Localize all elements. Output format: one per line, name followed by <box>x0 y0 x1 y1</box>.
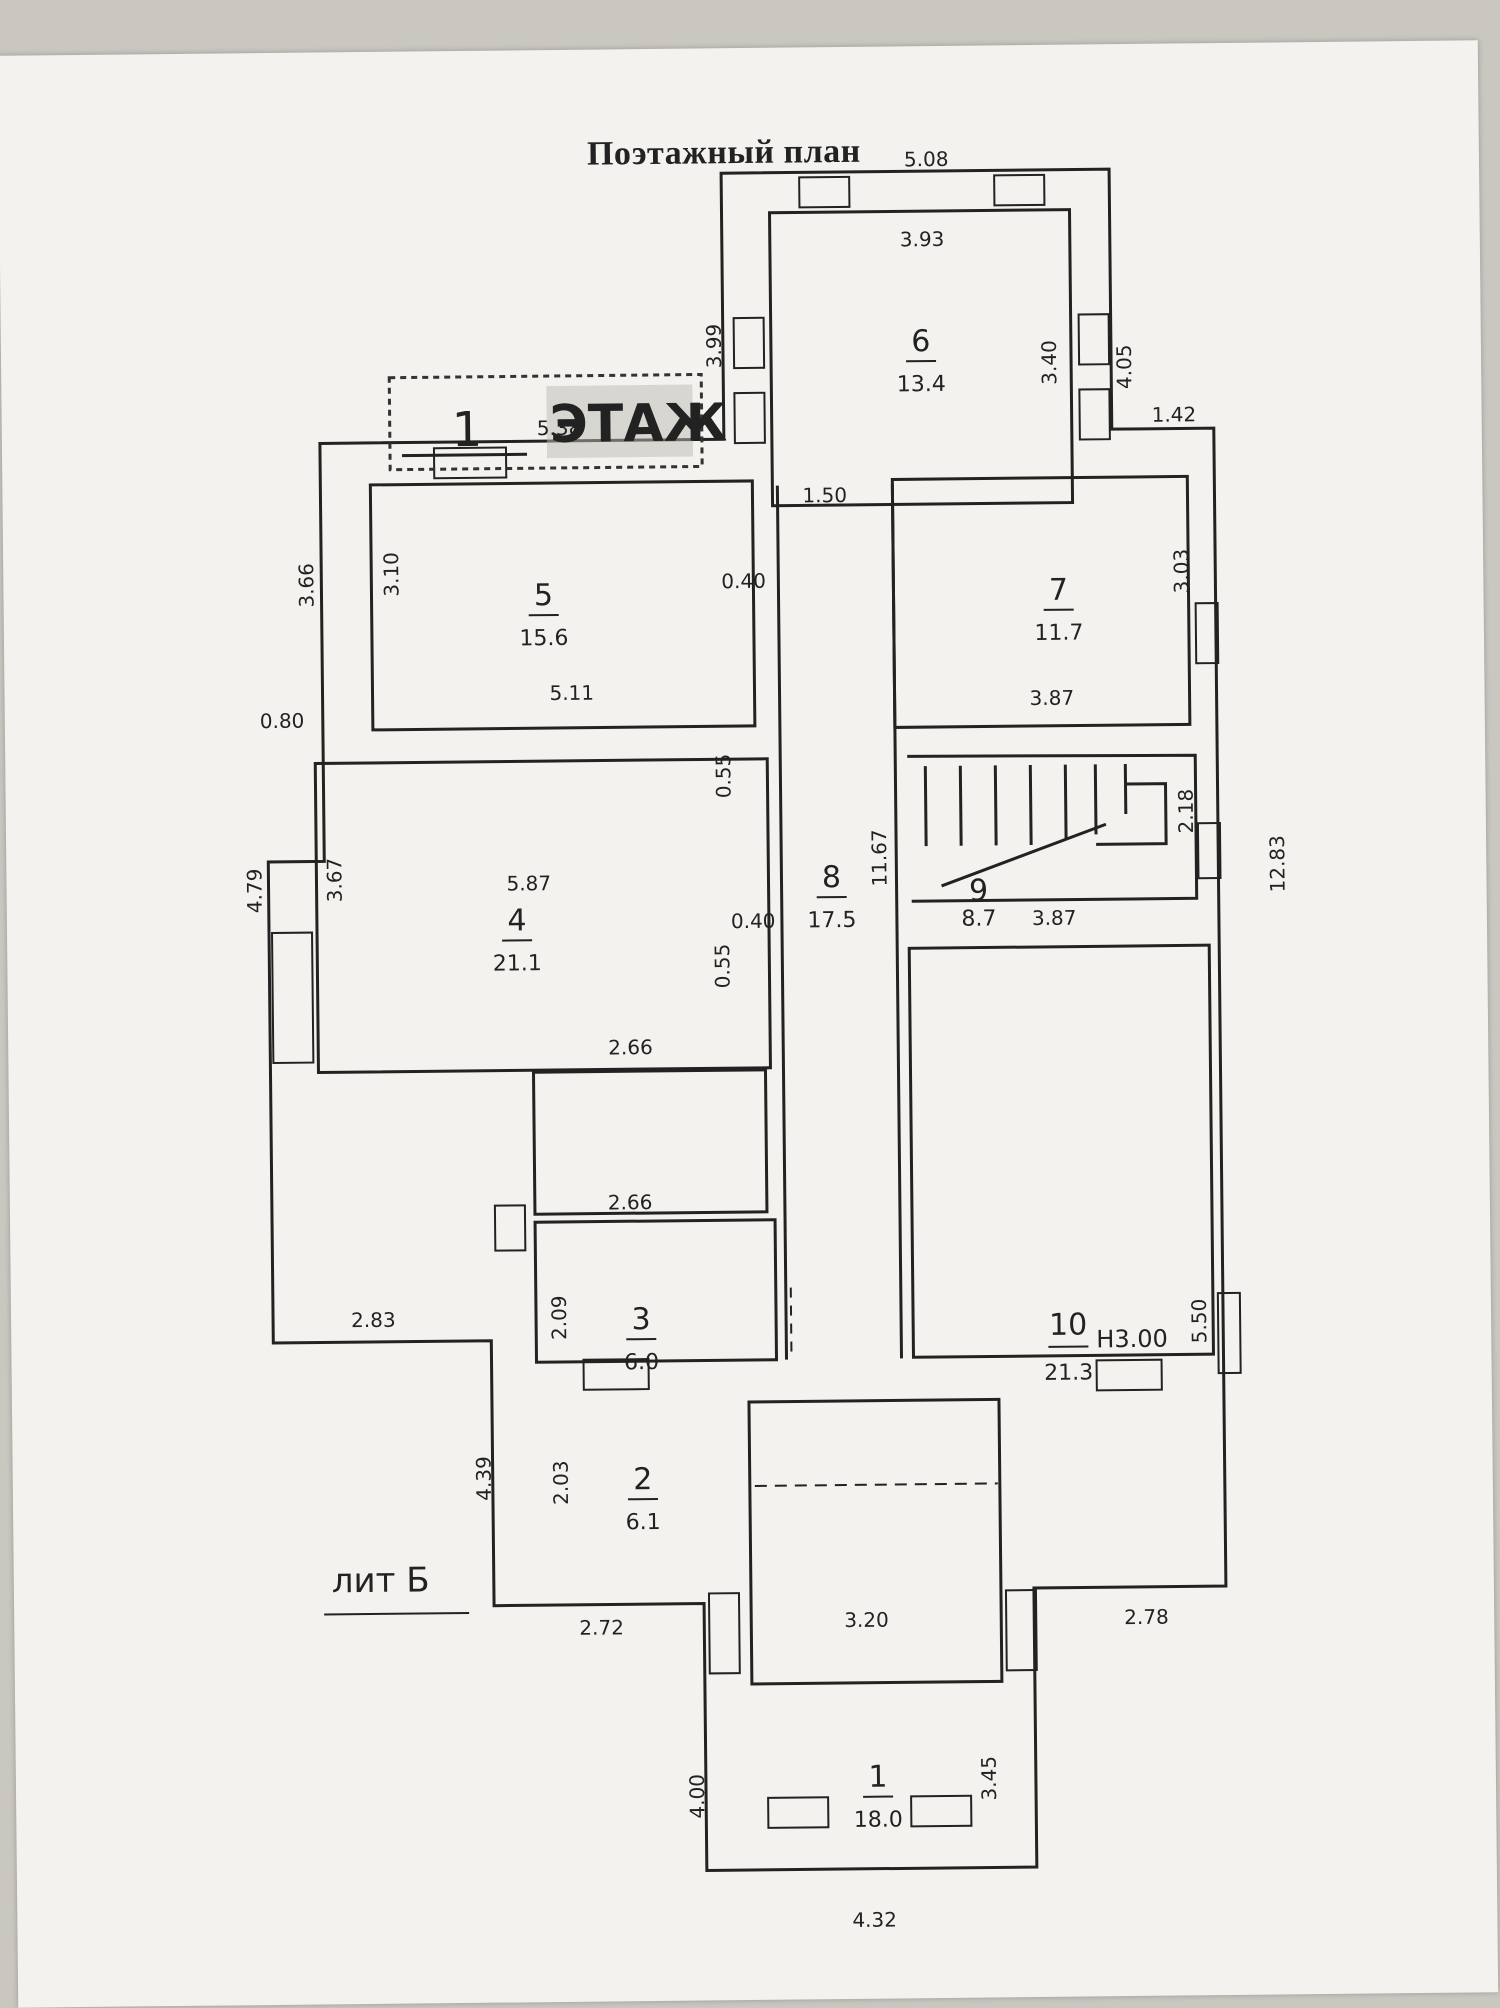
dim-step-left: 0.80 <box>260 709 305 733</box>
dim-r7-bottom: 3.87 <box>1029 686 1074 710</box>
room-2-walls <box>535 1220 776 1363</box>
dim-right-total: 12.83 <box>1265 835 1290 893</box>
floor-plan-drawing: 1 ЭТАЖ 6 13.4 5 15.6 7 11.7 4 21.1 8 17.… <box>0 40 1498 2007</box>
dim-r2-top: 2.66 <box>608 1190 653 1214</box>
room-6-area: 13.4 <box>897 372 946 398</box>
room-5-number: 5 <box>534 578 553 613</box>
dim-r1-top: 3.20 <box>844 1608 889 1632</box>
dim-stair-height: 2.18 <box>1174 789 1198 834</box>
dim-r3-left: 2.09 <box>547 1295 571 1340</box>
room-9-number: 9 <box>969 873 988 908</box>
room-10-area: 21.3 <box>1044 1360 1093 1386</box>
plan-sheet: Поэтажный план <box>0 40 1498 2007</box>
dim-r5-bottom: 5.11 <box>549 681 594 705</box>
dim-r1-right: 3.45 <box>977 1756 1001 1801</box>
dim-r4-left-outer: 4.79 <box>242 869 266 914</box>
dim-r3-top: 2.66 <box>608 1035 653 1059</box>
room-6-number: 6 <box>911 324 930 359</box>
outer-wall <box>261 168 1229 1875</box>
room-2-area: 6.1 <box>626 1510 661 1535</box>
room-8-number: 8 <box>822 860 841 895</box>
room-4-area: 21.1 <box>493 951 542 977</box>
dim-lower-left: 4.39 <box>472 1456 496 1501</box>
room-5-area: 15.6 <box>519 626 568 652</box>
dim-r2-left: 2.03 <box>549 1460 573 1505</box>
dim-r1-bottom: 4.32 <box>852 1907 897 1931</box>
stairs <box>907 753 1197 901</box>
room-4-walls <box>315 759 770 1073</box>
dim-corridor-top: 1.50 <box>802 483 847 507</box>
room-3-area: 6.0 <box>624 1350 659 1375</box>
dim-bottom-right: 2.78 <box>1124 1605 1169 1629</box>
dim-r6-left: 3.99 <box>702 324 726 369</box>
room-3-number: 3 <box>631 1302 650 1337</box>
stamp-number: 1 <box>451 402 482 458</box>
dim-corridor-length: 11.67 <box>867 829 892 887</box>
dim-r6-width: 3.93 <box>900 227 945 251</box>
dim-wall-040-b: 0.40 <box>731 909 776 933</box>
room-1-number: 1 <box>868 1760 887 1795</box>
room-7-number: 7 <box>1049 573 1068 608</box>
room-7-area: 11.7 <box>1034 620 1083 646</box>
ceiling-height-label: H3.00 <box>1096 1325 1168 1354</box>
dim-r7-right: 3.03 <box>1169 549 1193 594</box>
room-1-area: 18.0 <box>854 1807 903 1833</box>
dim-r1-left: 4.00 <box>685 1774 709 1819</box>
dim-wall-040-a: 0.40 <box>721 569 766 593</box>
room-4-number: 4 <box>507 903 526 938</box>
dim-wall-055-b: 0.55 <box>710 944 734 989</box>
room-10-number: 10 <box>1049 1307 1088 1342</box>
dim-r4-width-visible: 5.87 <box>506 871 551 895</box>
dim-r10-top: 3.87 <box>1032 906 1077 930</box>
dim-bottom-left: 2.72 <box>579 1615 624 1639</box>
dim-r5-left: 3.10 <box>379 552 403 597</box>
dim-top-left: 5.38 <box>537 416 582 440</box>
dim-r10-right: 5.50 <box>1187 1299 1211 1344</box>
room-8-area: 17.5 <box>807 908 856 934</box>
dim-bottom-left-out: 2.83 <box>351 1308 396 1332</box>
dim-top-outer: 5.08 <box>904 147 949 171</box>
room-10-walls <box>909 945 1213 1357</box>
litera-label: лит Б <box>332 1560 430 1601</box>
dim-r4-left: 3.67 <box>322 858 346 903</box>
room-1-walls <box>749 1399 1002 1684</box>
dim-r5-left-outer: 3.66 <box>294 563 318 608</box>
room-2-number: 2 <box>633 1462 652 1497</box>
dim-r6-inner: 3.40 <box>1037 340 1061 385</box>
dim-right-step: 1.42 <box>1152 402 1197 426</box>
room-9-area: 8.7 <box>961 906 996 931</box>
dim-r6-outer: 4.05 <box>1112 344 1136 389</box>
dim-wall-055-a: 0.55 <box>711 754 735 799</box>
